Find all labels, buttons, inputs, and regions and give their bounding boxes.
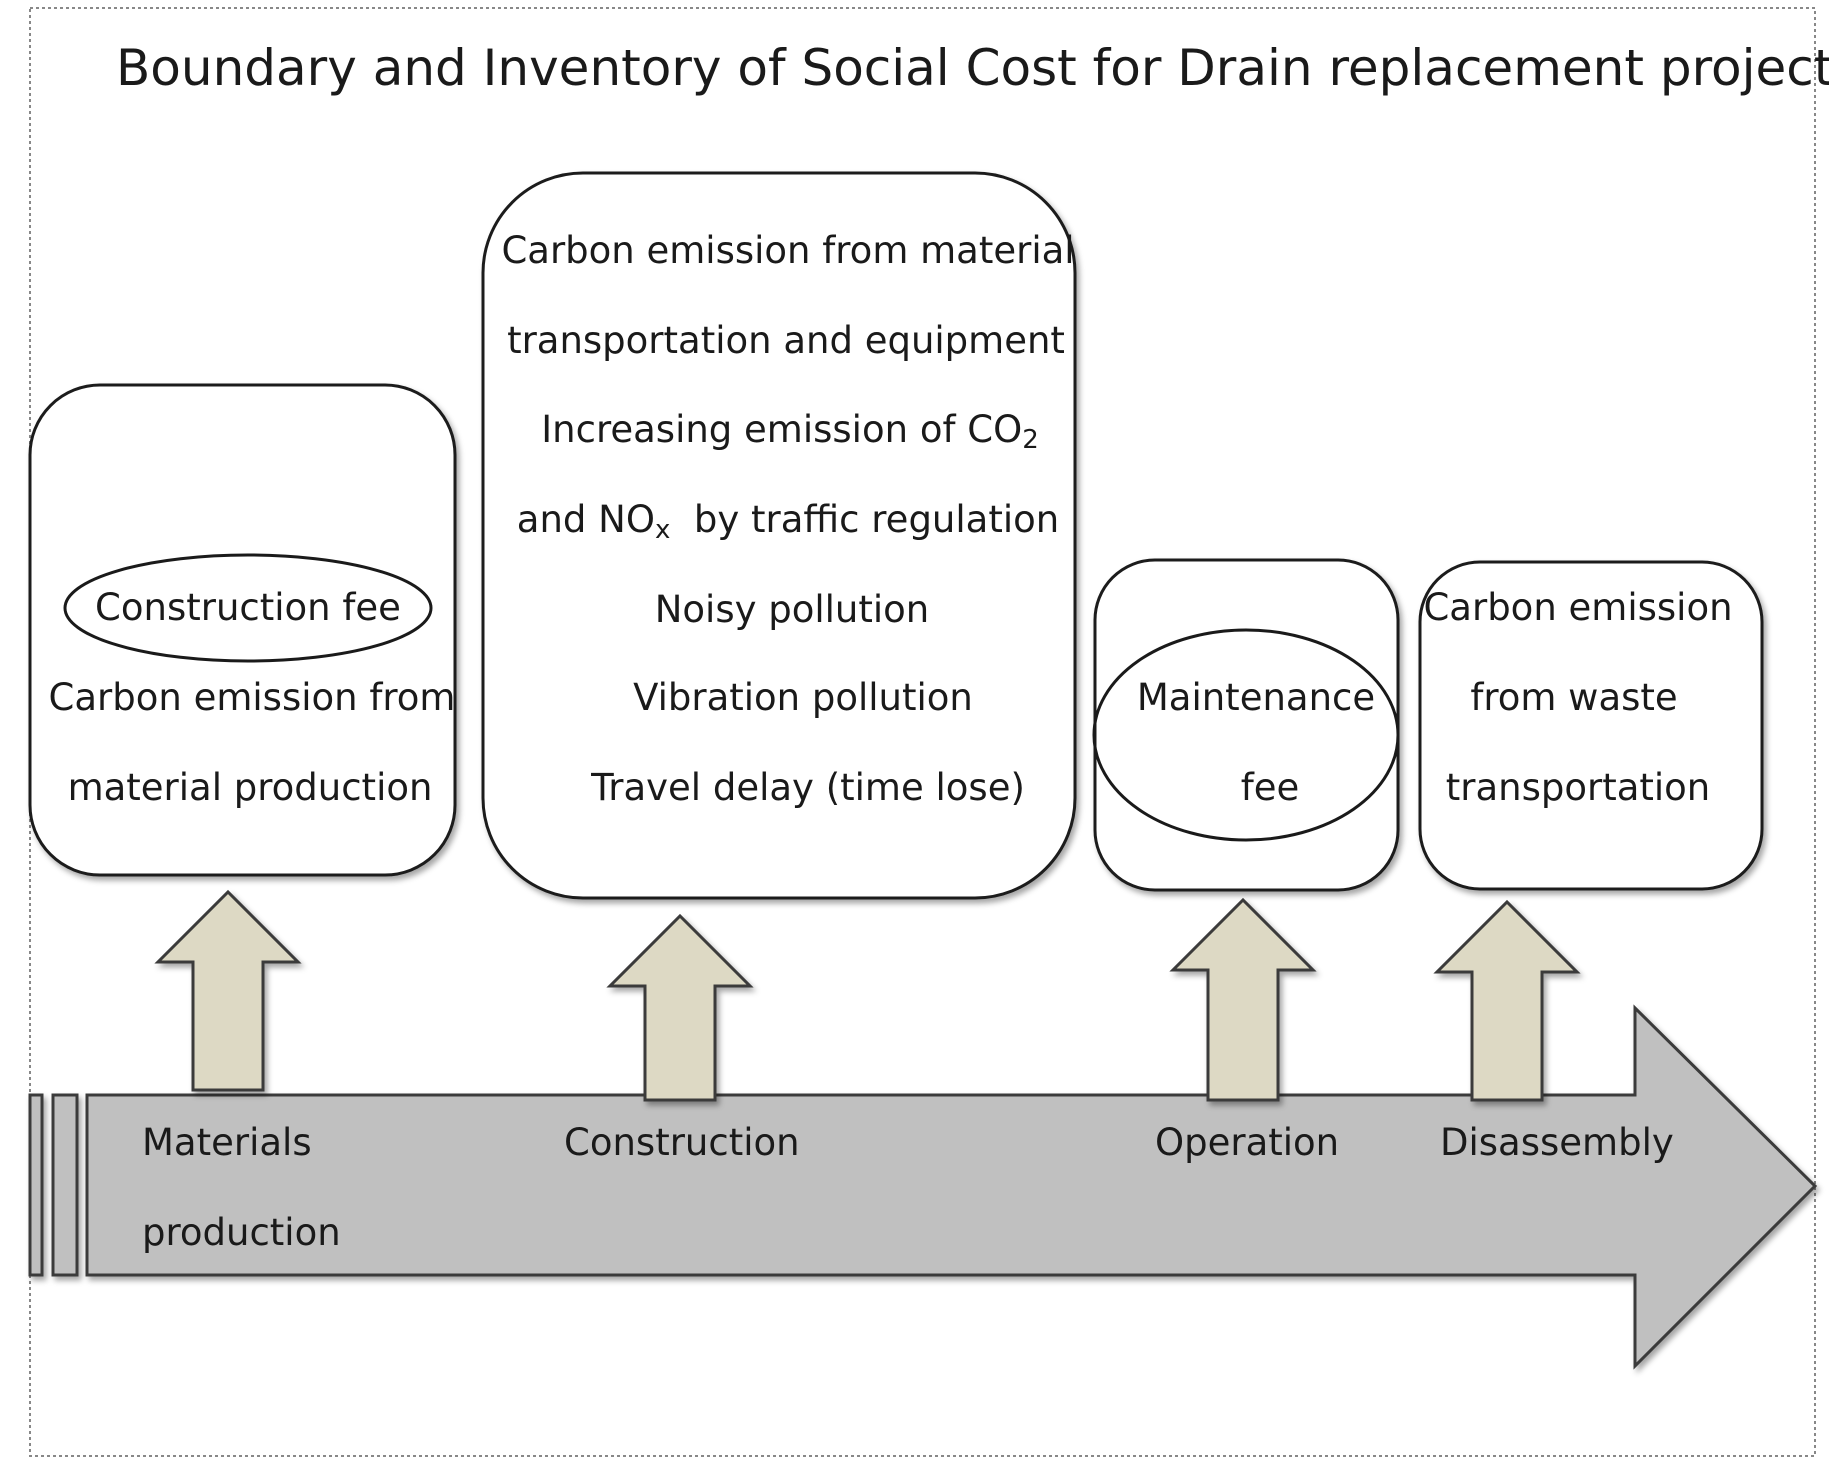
disassembly-box-line3: transportation xyxy=(1446,766,1711,809)
construction-box-line6: Vibration pollution xyxy=(633,676,973,719)
construction-box-line5: Noisy pollution xyxy=(655,588,930,631)
timeline-arrow xyxy=(28,1004,1818,1370)
maintenance-fee-ellipse xyxy=(1092,628,1400,842)
nox-text: and NO xyxy=(517,498,655,541)
construction-box-line3: Increasing emission of CO2 xyxy=(541,408,1039,455)
stage-materials-production-line1: Materials xyxy=(142,1121,312,1164)
box-disassembly xyxy=(1418,560,1764,891)
box-construction xyxy=(481,171,1077,900)
construction-box-line2: transportation and equipment xyxy=(507,319,1065,362)
materials-box-line1: Carbon emission from xyxy=(49,676,456,719)
up-arrow-disassembly xyxy=(1433,899,1581,1102)
materials-box-line2: material production xyxy=(68,766,433,809)
co2-subscript: 2 xyxy=(1022,425,1039,455)
construction-box-line1: Carbon emission from material xyxy=(501,229,1074,272)
construction-box-line7: Travel delay (time lose) xyxy=(590,766,1025,809)
box-materials-production xyxy=(28,383,457,877)
construction-fee-label: Construction fee xyxy=(95,586,401,629)
stage-construction: Construction xyxy=(564,1121,800,1164)
timeline-stripe-1 xyxy=(28,1093,44,1277)
operation-box-line2: fee xyxy=(1241,766,1300,809)
co2-text: Increasing emission of CO xyxy=(541,408,1022,451)
disassembly-box-line1: Carbon emission xyxy=(1423,586,1732,629)
timeline-body xyxy=(85,1004,1818,1370)
stage-materials-production-line2: production xyxy=(142,1211,341,1254)
nox-subscript: x xyxy=(655,515,670,545)
up-arrow-operation xyxy=(1169,897,1317,1102)
operation-box-line1: Maintenance xyxy=(1137,676,1375,719)
timeline-stripe-2 xyxy=(51,1093,79,1277)
stage-operation: Operation xyxy=(1155,1121,1339,1164)
construction-fee-ellipse xyxy=(63,553,433,663)
disassembly-box-line2: from waste xyxy=(1470,676,1677,719)
construction-box-line4: and NOx by traffic regulation xyxy=(517,498,1059,545)
diagram-title: Boundary and Inventory of Social Cost fo… xyxy=(116,39,1829,97)
nox-rest: by traffic regulation xyxy=(670,498,1059,541)
up-arrow-construction xyxy=(606,913,754,1102)
stage-disassembly: Disassembly xyxy=(1440,1121,1674,1164)
up-arrow-materials xyxy=(154,889,302,1092)
